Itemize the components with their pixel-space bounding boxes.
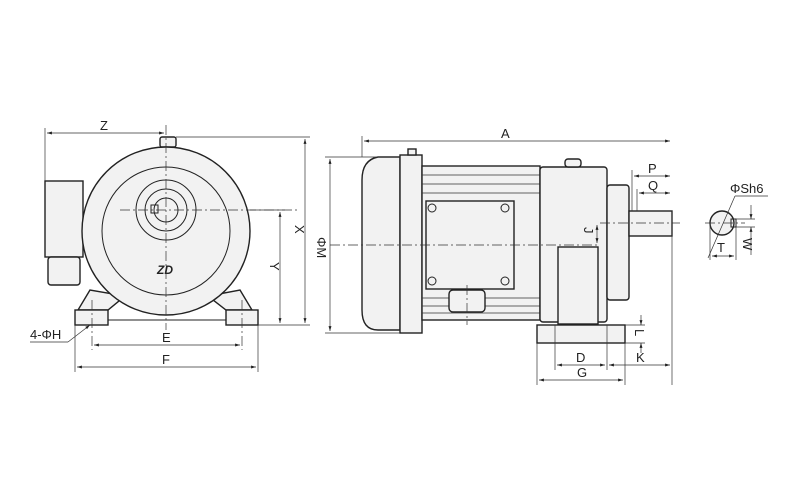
dim-z-label: Z bbox=[100, 118, 108, 133]
cable-gland bbox=[47, 256, 81, 286]
dim-x-label: X bbox=[292, 225, 307, 234]
dim-k-label: K bbox=[636, 350, 645, 365]
dim-m-label: ΦM bbox=[314, 237, 329, 258]
holes-label: 4-ΦH bbox=[30, 327, 61, 342]
shaft-key bbox=[150, 204, 159, 214]
front-view: ZD Z X Y E F 4-ΦH bbox=[30, 118, 310, 372]
dim-w-label: W bbox=[740, 238, 755, 251]
shaft-section: W T ΦSh6 bbox=[705, 181, 768, 260]
dim-t-label: T bbox=[717, 240, 725, 255]
breather-plug bbox=[564, 158, 582, 168]
dim-e-label: E bbox=[162, 330, 171, 345]
breather-plug bbox=[159, 136, 177, 148]
dim-l-label: L bbox=[632, 329, 647, 336]
terminal-box bbox=[44, 180, 84, 258]
dim-y-label: Y bbox=[267, 262, 282, 271]
dim-s-label: ΦSh6 bbox=[730, 181, 764, 196]
dim-f-label: F bbox=[162, 352, 170, 367]
dim-q-label: Q bbox=[648, 178, 658, 193]
dim-j-label: J bbox=[581, 227, 596, 234]
side-view: A ΦM P Q J D G L K bbox=[314, 126, 680, 385]
brand-logo: ZD bbox=[156, 263, 173, 277]
gearbox-output-flange bbox=[606, 184, 630, 301]
dim-d-label: D bbox=[576, 350, 585, 365]
dim-a-label: A bbox=[501, 126, 510, 141]
left-foot bbox=[74, 309, 109, 326]
fan-cover bbox=[361, 156, 401, 331]
motor-flange bbox=[399, 154, 423, 334]
dim-g-label: G bbox=[577, 365, 587, 380]
flange-bolt bbox=[407, 148, 417, 156]
output-shaft bbox=[628, 210, 673, 237]
pedestal bbox=[557, 246, 599, 325]
mounting-foot bbox=[536, 324, 626, 344]
dim-p-label: P bbox=[648, 161, 657, 176]
